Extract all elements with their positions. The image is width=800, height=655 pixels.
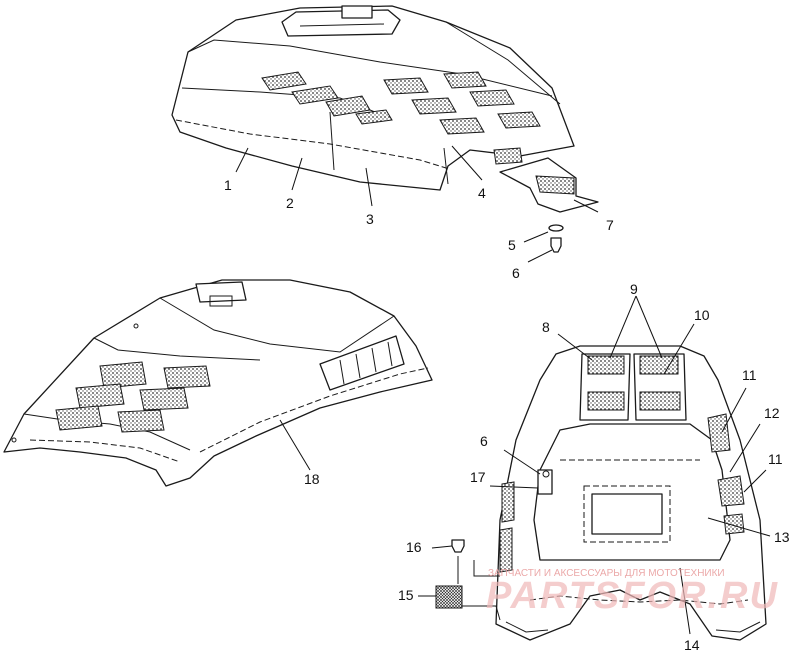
vent-slot: [325, 95, 371, 117]
side-vent: [501, 481, 515, 523]
vent-slot: [163, 365, 211, 389]
side-vent-frame: [319, 335, 405, 391]
hood-top-assembly: [171, 5, 599, 253]
callout-13: 13: [774, 529, 790, 545]
callout-15: 15: [398, 587, 414, 603]
vent-slot: [587, 355, 625, 375]
vent-slot: [439, 117, 485, 135]
callout-18: 18: [304, 471, 320, 487]
callout-1: 1: [224, 177, 232, 193]
callout-11: 11: [742, 367, 757, 383]
callout-14: 14: [684, 637, 700, 653]
vent-slot: [497, 111, 541, 129]
vent-slot: [117, 409, 165, 433]
watermark-tagline: ЗАПЧАСТИ И АКСЕССУАРЫ ДЛЯ МОТОТЕХНИКИ: [488, 568, 725, 579]
vent-slot: [75, 383, 125, 409]
callout-3: 3: [366, 211, 374, 227]
callout-11: 11: [768, 451, 783, 467]
side-vent: [707, 413, 731, 453]
side-vent: [499, 527, 513, 573]
callout-labels: 1 2 3 4 5 6 7 8 9 10 11 12 11 6 17 13 16…: [224, 177, 790, 653]
callout-17: 17: [470, 469, 486, 485]
inner-panel: [591, 493, 663, 535]
side-vent: [717, 475, 745, 507]
screw: [451, 539, 465, 553]
callout-12: 12: [764, 405, 780, 421]
callout-6: 6: [480, 433, 488, 449]
washer: [548, 224, 564, 232]
watermark-logo: PARTSFOR.RU: [486, 575, 779, 617]
vent-slot: [261, 71, 307, 91]
vent-slot: [355, 109, 393, 125]
callout-9: 9: [630, 281, 638, 297]
vent-slot: [99, 361, 147, 389]
hood-underside-view: [435, 345, 767, 641]
callout-6: 6: [512, 265, 520, 281]
mesh-screen: [435, 585, 463, 609]
vent-slot: [55, 405, 103, 431]
hood-inner-cavity: [533, 423, 731, 561]
vent-slot: [383, 77, 429, 95]
callout-5: 5: [508, 237, 516, 253]
top-grille: [341, 5, 373, 19]
screw: [550, 237, 562, 253]
callout-4: 4: [478, 185, 486, 201]
callout-2: 2: [286, 195, 294, 211]
vent-slot: [639, 355, 679, 375]
callout-8: 8: [542, 319, 550, 335]
vent-slot: [291, 85, 339, 105]
side-vent: [723, 513, 745, 535]
callout-16: 16: [406, 539, 422, 555]
hood-shell-assembled: [3, 279, 433, 487]
leader-lines: [235, 145, 771, 635]
callout-10: 10: [694, 307, 710, 323]
vent-slot: [639, 391, 681, 411]
vent-slot: [469, 89, 515, 107]
callout-7: 7: [606, 217, 614, 233]
vent-slot: [411, 97, 457, 115]
front-grille: [493, 147, 523, 165]
vent-slot: [139, 387, 189, 411]
hood-shell-top: [171, 5, 575, 191]
vent-slot: [443, 71, 487, 89]
hood-assembled-view: [3, 279, 433, 487]
vent-slot: [587, 391, 625, 411]
hood-top-vent-frame: [281, 9, 401, 37]
watermark: ЗАПЧАСТИ И АКСЕССУАРЫ ДЛЯ МОТОТЕХНИКИ PA…: [486, 568, 779, 617]
